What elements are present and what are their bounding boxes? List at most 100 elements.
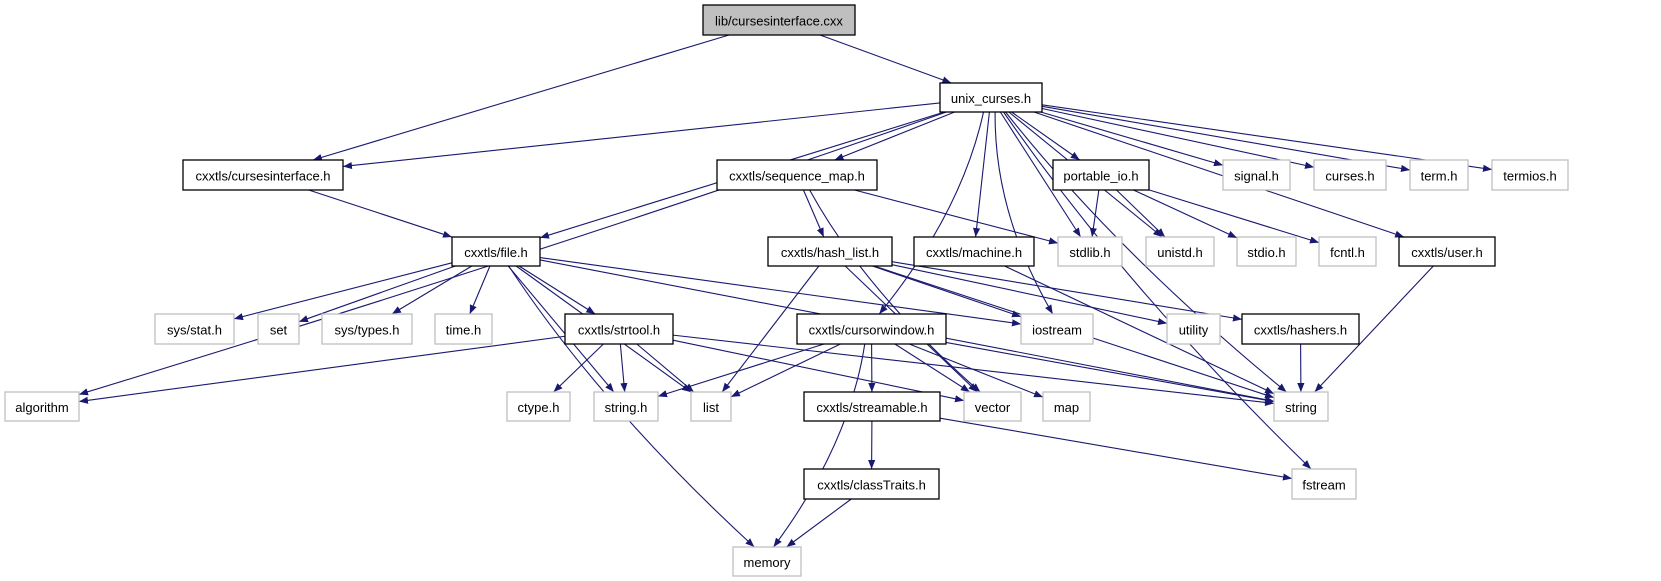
node-sys-stat: sys/stat.h: [154, 313, 235, 345]
edge-sequence_map-to-hash_list: [802, 189, 825, 238]
node-label: cxxtls/sequence_map.h: [729, 169, 865, 184]
node-box: [767, 236, 893, 267]
node-box: [1409, 159, 1469, 191]
node-label: vector: [975, 400, 1011, 415]
node-box: [4, 391, 80, 422]
edge-file-to-iostream: [539, 257, 1022, 327]
node-user[interactable]: cxxtls/user.h: [1398, 236, 1496, 267]
node-box: [434, 313, 493, 345]
node-box: [1042, 391, 1091, 422]
edge-cursorwindow-to-map: [909, 343, 1044, 398]
node-box: [732, 546, 802, 577]
node-label: algorithm: [15, 400, 68, 415]
node-sequence-map[interactable]: cxxtls/sequence_map.h: [716, 159, 878, 191]
edge-unix_curses-to-machine: [973, 111, 990, 238]
node-streamable[interactable]: cxxtls/streamable.h: [803, 391, 941, 422]
node-label: cxxtls/streamable.h: [816, 400, 927, 415]
edge-hash_list-to-utility: [891, 264, 1168, 325]
node-label: set: [270, 323, 288, 338]
node-cursorwindow[interactable]: cxxtls/cursorwindow.h: [796, 313, 947, 345]
node-fcntl: fcntl.h: [1318, 236, 1377, 267]
node-box: [182, 159, 344, 191]
node-box: [1491, 159, 1569, 191]
node-cursesinterface-h[interactable]: cxxtls/cursesinterface.h: [182, 159, 344, 191]
node-unistd: unistd.h: [1145, 236, 1215, 267]
node-machine[interactable]: cxxtls/machine.h: [913, 236, 1035, 267]
edge-cursorwindow-to-vector: [894, 343, 971, 393]
edge-unix_curses-to-sequence_map: [834, 111, 955, 161]
node-box: [1318, 236, 1377, 267]
node-label: cxxtls/strtool.h: [578, 323, 660, 338]
node-label: cxxtls/hash_list.h: [781, 245, 879, 260]
node-label: term.h: [1421, 169, 1458, 184]
edge-hash_list-to-iostream: [872, 265, 1022, 318]
edge-cursorwindow-to-memory: [773, 343, 866, 548]
node-hashers[interactable]: cxxtls/hashers.h: [1241, 313, 1360, 345]
node-label: sys/stat.h: [167, 323, 222, 338]
node-box: [803, 391, 941, 422]
edge-unix_curses-to-stdlib: [999, 111, 1082, 238]
node-box: [257, 313, 300, 345]
edge-unix_curses-to-string: [1005, 111, 1287, 393]
edge-root-to-unix_curses: [819, 34, 952, 84]
edge-file-to-strtool: [518, 265, 596, 315]
edge-unix_curses-to-iostream: [994, 111, 1054, 315]
node-label: cxxtls/user.h: [1411, 245, 1483, 260]
node-signal: signal.h: [1222, 159, 1291, 191]
node-file[interactable]: cxxtls/file.h: [451, 236, 541, 267]
edge-classTraits-to-memory: [786, 498, 852, 548]
edge-machine-to-string: [1004, 265, 1275, 395]
node-box: [1222, 159, 1291, 191]
node-vector: vector: [963, 391, 1022, 422]
edge-portable_io-to-stdlib: [1089, 189, 1100, 238]
node-box: [796, 313, 947, 345]
node-label: memory: [744, 555, 791, 570]
edge-cursorwindow-to-list: [730, 343, 841, 398]
node-root[interactable]: lib/cursesinterface.cxx: [702, 4, 856, 36]
edge-file-to-set: [298, 265, 456, 323]
edge-cursesinterface_h-to-file: [308, 189, 453, 238]
edge-strtool-to-algorithm: [78, 335, 566, 404]
node-list: list: [690, 391, 732, 422]
node-hash-list[interactable]: cxxtls/hash_list.h: [767, 236, 893, 267]
node-box: [1291, 468, 1357, 500]
node-box: [1398, 236, 1496, 267]
node-portable-io[interactable]: portable_io.h: [1052, 159, 1150, 191]
node-label: map: [1054, 400, 1079, 415]
edge-user-to-string: [1314, 265, 1434, 393]
node-label: string: [1285, 400, 1317, 415]
node-unix-curses[interactable]: unix_curses.h: [939, 82, 1043, 113]
node-box: [1145, 236, 1215, 267]
node-label: list: [703, 400, 719, 415]
node-label: string.h: [605, 400, 648, 415]
edge-streamable-to-fstream: [939, 417, 1293, 481]
node-box: [1052, 159, 1150, 191]
node-box: [1166, 313, 1221, 345]
node-algorithm: algorithm: [4, 391, 80, 422]
edge-file-to-time: [469, 265, 491, 315]
node-strtool[interactable]: cxxtls/strtool.h: [564, 313, 674, 345]
node-label: cxxtls/cursorwindow.h: [809, 323, 935, 338]
node-box: [913, 236, 1035, 267]
node-label: lib/cursesinterface.cxx: [715, 14, 843, 29]
node-classTraits[interactable]: cxxtls/classTraits.h: [803, 468, 940, 500]
nodes: lib/cursesinterface.cxx unix_curses.hcxxt…: [4, 4, 1569, 577]
node-box: [803, 468, 940, 500]
node-box: [451, 236, 541, 267]
node-label: stdio.h: [1247, 245, 1285, 260]
node-time: time.h: [434, 313, 493, 345]
node-box: [963, 391, 1022, 422]
node-label: cxxtls/machine.h: [926, 245, 1022, 260]
node-label: cxxtls/file.h: [464, 245, 528, 260]
node-ctype: ctype.h: [506, 391, 571, 422]
edge-unix_curses-to-portable_io: [1011, 111, 1081, 161]
node-string-h: string.h: [593, 391, 659, 422]
node-label: unix_curses.h: [951, 91, 1031, 106]
node-label: fstream: [1302, 478, 1345, 493]
node-label: fcntl.h: [1330, 245, 1365, 260]
node-label: termios.h: [1503, 169, 1556, 184]
node-map: map: [1042, 391, 1091, 422]
node-label: cxxtls/cursesinterface.h: [195, 169, 330, 184]
node-box: [564, 313, 674, 345]
